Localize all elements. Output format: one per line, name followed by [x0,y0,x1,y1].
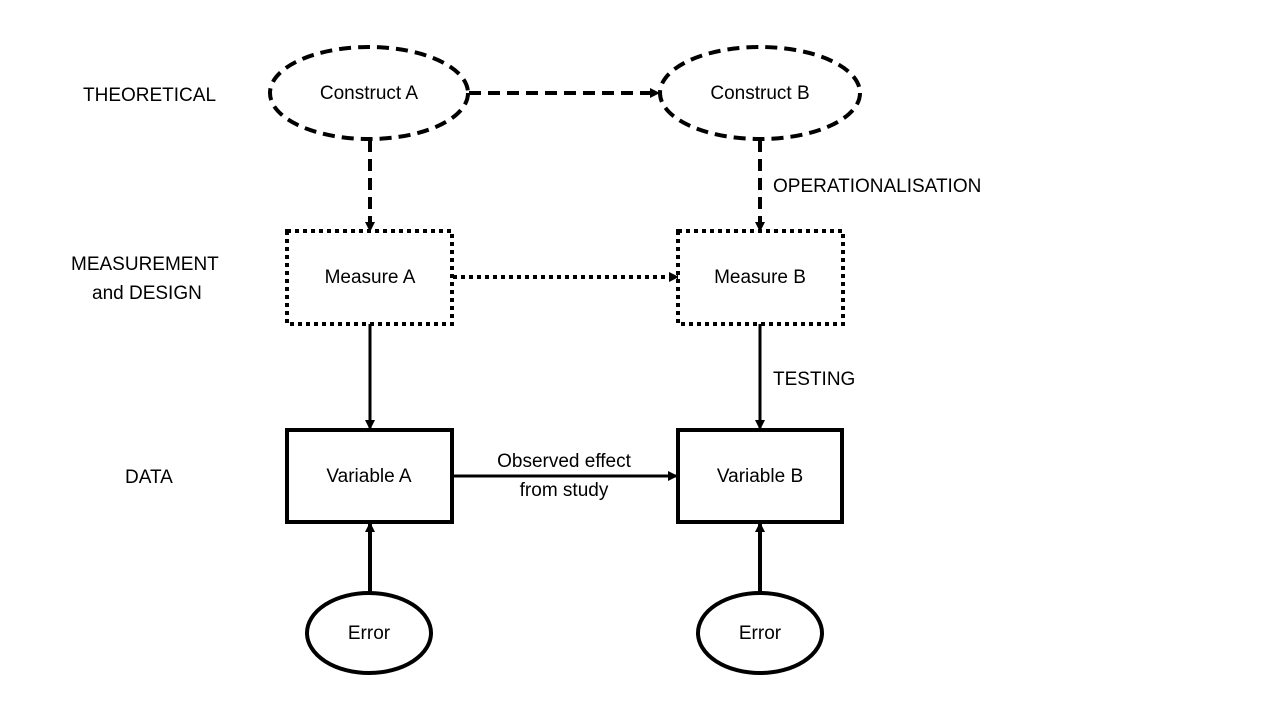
node-variable-b-label: Variable B [717,466,803,487]
row-label-data: DATA [125,467,173,488]
node-measure-a: Measure A [285,229,454,326]
node-construct-b: Construct B [658,45,862,141]
row-label-measurement: MEASUREMENT [71,254,219,275]
edge-label-operationalisation: OPERATIONALISATION [773,176,981,197]
node-variable-a-label: Variable A [326,466,412,487]
row-label-design: and DESIGN [92,283,202,304]
node-measure-b: Measure B [676,229,845,326]
node-error-b-label: Error [739,623,782,644]
row-label-theoretical: THEORETICAL [83,85,216,106]
edge-label-from-study: from study [520,480,609,501]
edge-label-testing: TESTING [773,369,855,390]
node-variable-a: Variable A [285,428,454,524]
node-variable-b: Variable B [676,428,844,524]
node-construct-b-label: Construct B [710,83,809,104]
node-error-b: Error [696,591,824,675]
node-error-a-label: Error [348,623,391,644]
node-measure-b-label: Measure B [714,267,806,288]
node-measure-a-label: Measure A [325,267,416,288]
node-error-a: Error [305,591,433,675]
node-construct-a: Construct A [268,45,470,141]
node-construct-a-label: Construct A [320,83,419,104]
edge-label-observed-effect: Observed effect [497,451,632,472]
